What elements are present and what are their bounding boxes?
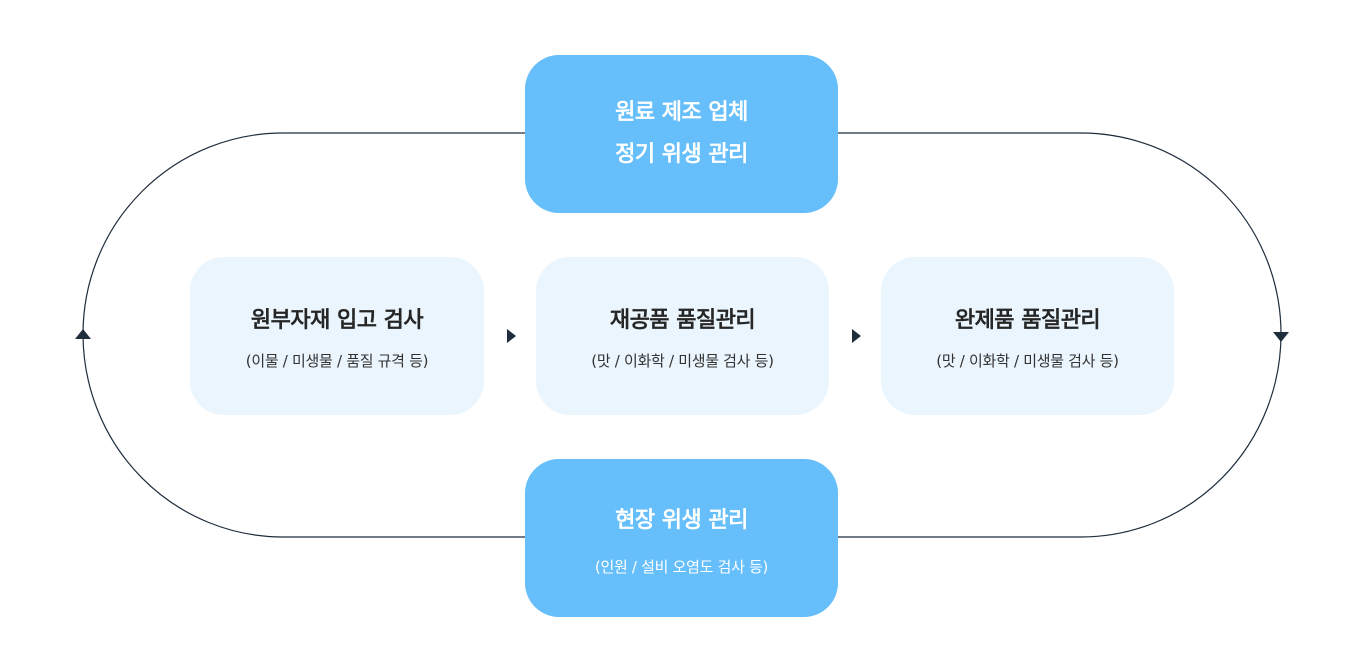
loop-arrow-down-icon — [1273, 332, 1289, 342]
step-box-incoming-inspection: 원부자재 입고 검사 (이물 / 미생물 / 품질 규격 등) — [190, 257, 484, 415]
step-title: 재공품 품질관리 — [609, 307, 756, 333]
step-subtitle: (이물 / 미생물 / 품질 규격 등) — [245, 351, 429, 370]
loop-arrow-up-icon — [75, 329, 91, 339]
step-arrow-icon — [852, 329, 861, 343]
step-title: 원부자재 입고 검사 — [250, 307, 424, 333]
step-subtitle: (맛 / 이화학 / 미생물 검사 등) — [936, 351, 1119, 370]
loop-line — [82, 132, 1282, 538]
supplier-hygiene-box: 원료 제조 업체 정기 위생 관리 — [525, 55, 838, 213]
step-arrow-icon — [507, 329, 516, 343]
supplier-hygiene-line2: 정기 위생 관리 — [615, 142, 748, 167]
site-hygiene-title: 현장 위생 관리 — [615, 507, 748, 533]
step-title: 완제품 품질관리 — [954, 307, 1101, 333]
site-hygiene-box: 현장 위생 관리 (인원 / 설비 오염도 검사 등) — [525, 459, 838, 617]
site-hygiene-subtitle: (인원 / 설비 오염도 검사 등) — [594, 557, 769, 576]
supplier-hygiene-line1: 원료 제조 업체 — [615, 100, 748, 125]
step-box-wip-quality: 재공품 품질관리 (맛 / 이화학 / 미생물 검사 등) — [536, 257, 829, 415]
step-subtitle: (맛 / 이화학 / 미생물 검사 등) — [591, 351, 774, 370]
step-box-finished-quality: 완제품 품질관리 (맛 / 이화학 / 미생물 검사 등) — [881, 257, 1174, 415]
